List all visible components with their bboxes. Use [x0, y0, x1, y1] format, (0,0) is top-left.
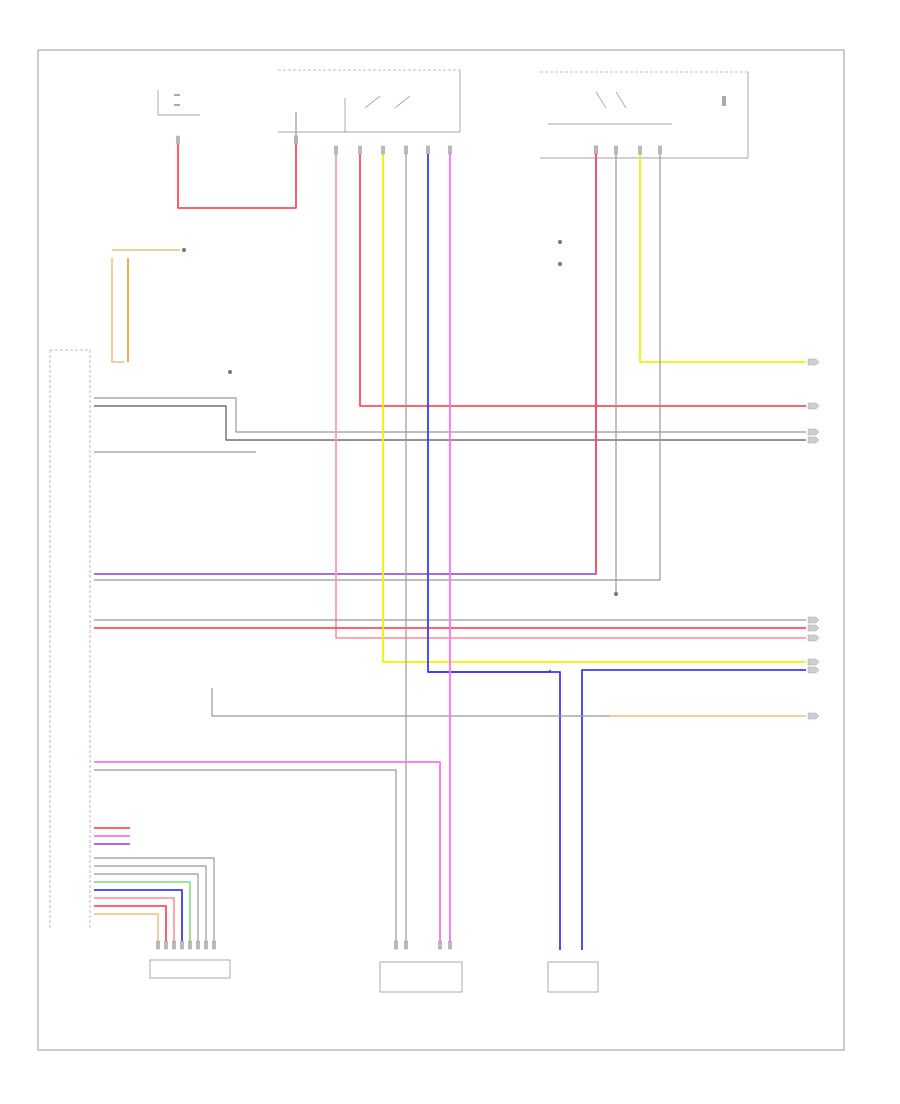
wire-w-gray-b5: [94, 865, 207, 945]
wire-w-yellow-main: [382, 150, 806, 663]
bottom-connector-center: [379, 961, 463, 993]
wire-w-blue-main: [427, 150, 551, 673]
bottom-connector-left: [149, 959, 231, 979]
wire-w-red-loop: [177, 140, 297, 209]
off-page-connector-arrow: [807, 634, 820, 642]
top-left-fuse-block: [157, 90, 200, 116]
connector-pin: [594, 145, 598, 155]
wire-w-blue-left: [428, 671, 561, 950]
wire-w-gray-6: [94, 769, 397, 945]
off-page-connector-arrow: [807, 436, 820, 444]
wire-w-red-b10: [94, 905, 167, 945]
off-page-connector-arrow: [807, 624, 820, 632]
wire-w-gray-1: [94, 397, 806, 433]
left-ecu-module: [49, 349, 91, 930]
off-page-connector-arrow: [807, 428, 820, 436]
pin-layer: [156, 135, 662, 950]
connector-pin: [188, 940, 192, 950]
wire-w-blue-b8: [94, 889, 183, 945]
wire-w-red-main: [359, 150, 806, 407]
wire-w-blue-right: [581, 669, 806, 950]
page-frame: [37, 49, 845, 1051]
wire-w-pink-b9: [94, 897, 175, 945]
wire-w-tan-b11: [94, 913, 159, 945]
off-page-connector-arrow: [807, 358, 820, 366]
wire-layer: [94, 112, 806, 950]
wire-w-gray-2: [94, 150, 661, 581]
connector-pin: [156, 940, 160, 950]
connector-pin: [294, 135, 298, 145]
wire-w-gray-5: [211, 688, 610, 717]
wire-w-gray-b6: [94, 873, 199, 945]
top-right-relay-block: [540, 71, 749, 159]
wire-w-tan-upper: [111, 258, 124, 363]
off-page-connector-arrow: [807, 666, 820, 674]
connector-pin: [404, 940, 408, 950]
off-page-connector-arrow: [807, 616, 820, 624]
connector-pin: [204, 940, 208, 950]
connector-pin: [196, 940, 200, 950]
connector-pin: [358, 145, 362, 155]
wire-w-violet: [94, 150, 597, 575]
top-center-relay-block: [278, 69, 461, 133]
connector-pin: [334, 145, 338, 155]
wire-w-magenta: [94, 761, 441, 945]
wire-w-black-1: [94, 405, 806, 441]
wire-w-gray-b4: [94, 857, 215, 945]
arrow-layer: [807, 358, 820, 720]
connector-pin: [438, 940, 442, 950]
connector-pin: [448, 940, 452, 950]
connector-pin: [172, 940, 176, 950]
off-page-connector-arrow: [807, 712, 820, 720]
connector-pin: [426, 145, 430, 155]
connector-pin: [212, 940, 216, 950]
wire-w-pink-1: [335, 150, 806, 639]
connector-pin: [381, 145, 385, 155]
wire-w-yellow-top: [639, 150, 806, 363]
connector-pin: [404, 145, 408, 155]
wire-w-green-b7: [94, 881, 191, 945]
off-page-connector-arrow: [807, 658, 820, 666]
bottom-connector-right: [547, 961, 599, 993]
connector-pin: [164, 940, 168, 950]
connector-pin: [614, 145, 618, 155]
off-page-connector-arrow: [807, 402, 820, 410]
connector-pin: [658, 145, 662, 155]
connector-pin: [180, 940, 184, 950]
connector-pin: [448, 145, 452, 155]
connector-pin: [638, 145, 642, 155]
connector-pin: [176, 135, 180, 145]
ground-symbol: [182, 240, 618, 596]
connector-pin: [394, 940, 398, 950]
